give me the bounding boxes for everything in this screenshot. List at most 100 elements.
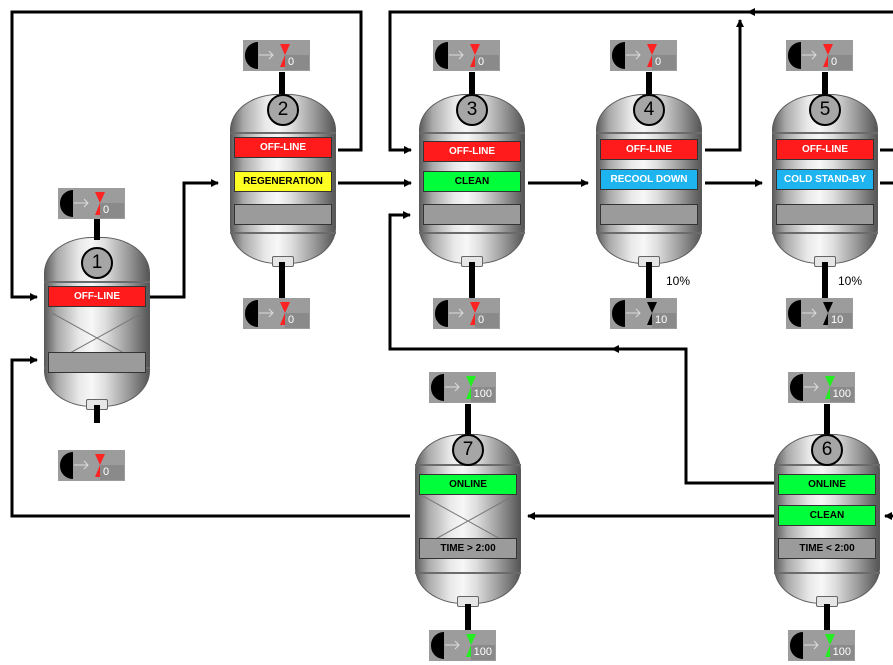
- valve-actuator-icon: [245, 300, 258, 327]
- valve-actuator-icon: [431, 374, 444, 401]
- info-bar: [600, 204, 698, 225]
- vessel-rib: [419, 132, 525, 134]
- valve-actuator-icon: [435, 42, 448, 69]
- vessel-number-badge: 3: [456, 94, 488, 126]
- valve-v1-bottom[interactable]: 0: [58, 450, 125, 481]
- valve-value: 0: [100, 203, 124, 218]
- time-bar: TIME < 2:00: [778, 538, 876, 559]
- status-bar: ONLINE: [419, 474, 517, 495]
- info-bar: [234, 204, 332, 225]
- time-bar: TIME > 2:00: [419, 538, 517, 559]
- valve-value: 10: [652, 313, 676, 328]
- valve-value: 100: [470, 387, 495, 402]
- vessel-rib: [230, 132, 336, 134]
- valve-value: 100: [829, 645, 854, 660]
- valve-v4-top[interactable]: 0: [610, 40, 677, 71]
- vessel-6[interactable]: ONLINE CLEAN TIME < 2:00 6: [774, 434, 880, 607]
- vessel-2[interactable]: OFF-LINE REGENERATION 2: [230, 94, 336, 267]
- pipe-stem: [646, 72, 652, 94]
- pipe-stem: [822, 262, 828, 298]
- valve-v6-top[interactable]: 100: [788, 372, 855, 403]
- vessel-number-badge: 4: [633, 94, 665, 126]
- flow-arrow-v2-to-v1: [10, 10, 363, 301]
- valve-v5-bottom[interactable]: 10: [786, 298, 853, 329]
- pipe-stem: [465, 404, 471, 434]
- valve-actuator-icon: [790, 632, 803, 659]
- valve-v3-top[interactable]: 0: [433, 40, 500, 71]
- valve-actuator-icon: [790, 374, 803, 401]
- pipe-stem: [94, 405, 100, 423]
- valve-actuator-icon: [431, 632, 444, 659]
- status-bar: OFF-LINE: [776, 139, 874, 160]
- valve-v3-bottom[interactable]: 0: [433, 298, 500, 329]
- pipe-stem: [279, 72, 285, 94]
- info-bar: [776, 204, 874, 225]
- vessel-rib: [44, 281, 150, 283]
- valve-v2-top[interactable]: 0: [243, 40, 310, 71]
- status-bar: OFF-LINE: [48, 286, 146, 307]
- vessel-number-badge: 2: [267, 94, 299, 126]
- step-bar: COLD STAND-BY: [776, 169, 874, 190]
- valve-actuator-icon: [245, 42, 258, 69]
- vessel-rib: [596, 132, 702, 134]
- pipe-stem: [824, 604, 830, 632]
- valve-v7-bottom[interactable]: 100: [429, 630, 496, 661]
- valve-value: 0: [475, 313, 499, 328]
- valve-value: 0: [285, 313, 309, 328]
- info-bar: [48, 352, 146, 373]
- vessel-rib: [774, 572, 880, 574]
- vessel-7[interactable]: ONLINE TIME > 2:00 7: [415, 434, 521, 607]
- vessel-1[interactable]: OFF-LINE 1: [44, 237, 150, 410]
- pipe-stem: [646, 262, 652, 298]
- pipe-stem: [465, 604, 471, 632]
- flow-arrow-v6-to-v3: [388, 211, 776, 485]
- valve-v5-top[interactable]: 0: [786, 40, 853, 71]
- pipe-stem: [279, 262, 285, 298]
- valve-actuator-icon: [788, 42, 801, 69]
- vessel-4[interactable]: OFF-LINE RECOOL DOWN 4: [596, 94, 702, 267]
- valve-v7-top[interactable]: 100: [429, 372, 496, 403]
- valve-value: 10: [828, 313, 852, 328]
- step-bar: CLEAN: [778, 505, 876, 526]
- vessel-number-badge: 6: [811, 434, 843, 466]
- pipe-stem: [469, 72, 475, 94]
- status-bar: OFF-LINE: [234, 137, 332, 158]
- vessel-5[interactable]: OFF-LINE COLD STAND-BY 5: [772, 94, 878, 267]
- valve-actuator-icon: [612, 300, 625, 327]
- flow-arrow-return-to-v3: [388, 10, 752, 154]
- valve-value: 0: [475, 55, 499, 70]
- vessel-rib: [772, 132, 878, 134]
- valve-value: 0: [100, 465, 124, 480]
- outlet-percent: 10%: [666, 274, 691, 288]
- packing-x-icon: [423, 496, 513, 546]
- valve-v6-bottom[interactable]: 100: [788, 630, 855, 661]
- info-bar: [423, 204, 521, 225]
- valve-v4-bottom[interactable]: 10: [610, 298, 677, 329]
- status-bar: ONLINE: [778, 474, 876, 495]
- valve-value: 0: [285, 55, 309, 70]
- step-bar: RECOOL DOWN: [600, 169, 698, 190]
- valve-v1-top[interactable]: 0: [58, 188, 125, 219]
- valve-actuator-icon: [60, 190, 73, 217]
- flow-arrow-v4-to-top: [705, 19, 744, 152]
- valve-actuator-icon: [788, 300, 801, 327]
- outlet-percent: 10%: [838, 274, 863, 288]
- valve-actuator-icon: [435, 300, 448, 327]
- vessel-number-badge: 1: [81, 247, 113, 279]
- pipe-stem: [94, 218, 100, 240]
- pipe-stem: [822, 72, 828, 94]
- vessel-number-badge: 7: [452, 434, 484, 466]
- valve-actuator-icon: [612, 42, 625, 69]
- vessel-rib: [596, 232, 702, 234]
- valve-v2-bottom[interactable]: 0: [243, 298, 310, 329]
- vessel-rib: [415, 572, 521, 574]
- vessel-3[interactable]: OFF-LINE CLEAN 3: [419, 94, 525, 267]
- valve-actuator-icon: [60, 452, 73, 479]
- valve-value: 0: [828, 55, 852, 70]
- vessel-number-badge: 5: [809, 94, 841, 126]
- valve-value: 100: [829, 387, 854, 402]
- step-bar: REGENERATION: [234, 171, 332, 192]
- vessel-rib: [419, 232, 525, 234]
- flow-arrow-v7-to-v1: [10, 356, 410, 518]
